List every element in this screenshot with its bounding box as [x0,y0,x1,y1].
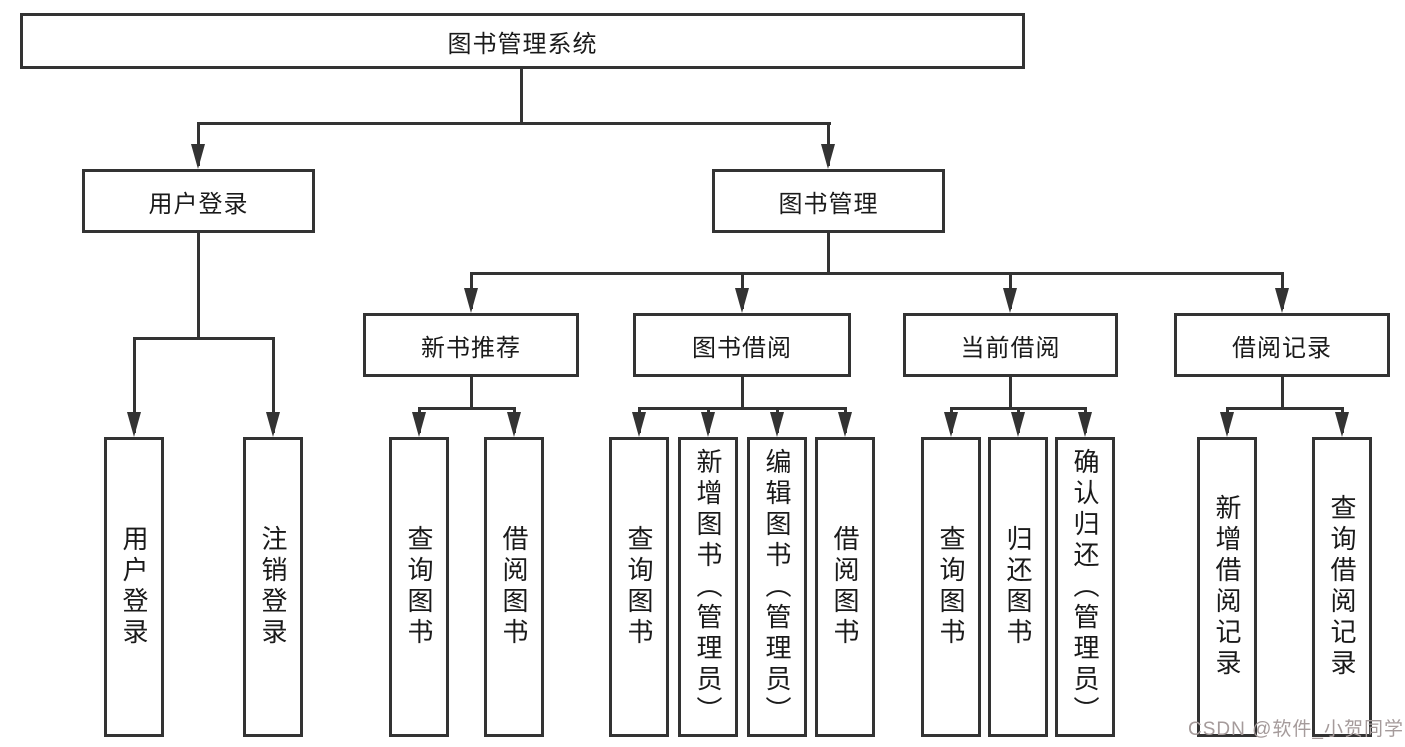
connector-branch [1226,407,1344,410]
arrowhead-icon [507,412,521,437]
leaf-add-borrow-record: 新增借阅记录 [1197,437,1257,737]
connector-stub [741,376,744,407]
node-borrow-records: 借阅记录 [1174,313,1390,377]
node-label: 当前借阅 [960,334,1061,362]
leaf-label: 用户登录 [119,525,149,649]
leaf-label: 查询借阅记录 [1327,494,1357,680]
leaf-logout: 注销登录 [243,437,303,737]
arrowhead-icon [1078,412,1092,437]
node-label: 图书借阅 [692,334,792,362]
connector-user-login-branch [133,337,275,340]
leaf-label: 确认归还（管理员） [1070,447,1100,727]
leaf-label: 借阅图书 [499,525,529,649]
arrowhead-icon [1335,412,1349,437]
arrowhead-icon [1220,412,1234,437]
arrowhead-current-borrow-icon [1003,288,1017,313]
node-new-book-recommend: 新书推荐 [363,313,579,377]
arrowhead-icon [412,412,426,437]
connector-drop-leaf [133,337,136,433]
leaf-recommend-query-books: 查询图书 [389,437,449,737]
leaf-add-books-admin: 新增图书（管理员） [678,437,738,737]
arrowhead-book-mgmt-icon [821,144,835,169]
node-root-system: 图书管理系统 [20,13,1025,69]
connector-book-mgmt-branch [470,272,1284,275]
leaf-label: 编辑图书（管理员） [762,447,792,727]
connector-user-login-stub [197,232,200,337]
connector-stub [1281,376,1284,407]
node-book-management: 图书管理 [712,169,945,233]
leaf-user-login: 用户登录 [104,437,164,737]
node-user-login: 用户登录 [82,169,315,233]
leaf-label: 查询图书 [936,525,966,649]
leaf-query-borrow-record: 查询借阅记录 [1312,437,1372,737]
leaf-borrow-query-books: 查询图书 [609,437,669,737]
node-label: 借阅记录 [1232,334,1332,362]
connector-drop-leaf [272,337,275,433]
leaf-confirm-return-admin: 确认归还（管理员） [1055,437,1115,737]
node-book-borrow: 图书借阅 [633,313,851,377]
leaf-label: 新增借阅记录 [1212,494,1242,680]
connector-root-stub [520,68,523,122]
arrowhead-icon [1011,412,1025,437]
leaf-recommend-borrow-books: 借阅图书 [484,437,544,737]
arrowhead-book-borrow-icon [735,288,749,313]
leaf-label: 新增图书（管理员） [693,447,723,727]
node-label: 新书推荐 [421,334,521,362]
leaf-return-books: 归还图书 [988,437,1048,737]
leaf-label: 查询图书 [624,525,654,649]
arrowhead-icon [266,412,280,437]
connector-branch [638,407,847,410]
node-label: 图书管理 [778,190,879,218]
arrowhead-icon [944,412,958,437]
leaf-edit-books-admin: 编辑图书（管理员） [747,437,807,737]
node-label: 用户登录 [148,190,249,218]
connector-stub [1009,376,1012,407]
arrowhead-new-book-icon [464,288,478,313]
arrowhead-user-login-icon [191,144,205,169]
arrowhead-icon [632,412,646,437]
arrowhead-icon [770,412,784,437]
connector-branch [418,407,516,410]
connector-book-mgmt-stub [827,232,830,272]
connector-root-branch [197,122,831,125]
arrowhead-borrow-records-icon [1275,288,1289,313]
leaf-label: 查询图书 [404,525,434,649]
leaf-current-query-books: 查询图书 [921,437,981,737]
node-current-borrow: 当前借阅 [903,313,1118,377]
node-label: 图书管理系统 [447,30,598,58]
arrowhead-icon [127,412,141,437]
leaf-label: 归还图书 [1003,525,1033,649]
connector-stub [470,376,473,407]
leaf-label: 注销登录 [258,525,288,649]
leaf-borrow-books: 借阅图书 [815,437,875,737]
leaf-label: 借阅图书 [830,525,860,649]
arrowhead-icon [838,412,852,437]
arrowhead-icon [701,412,715,437]
csdn-watermark: CSDN @软件_小贺同学 [1188,719,1404,740]
